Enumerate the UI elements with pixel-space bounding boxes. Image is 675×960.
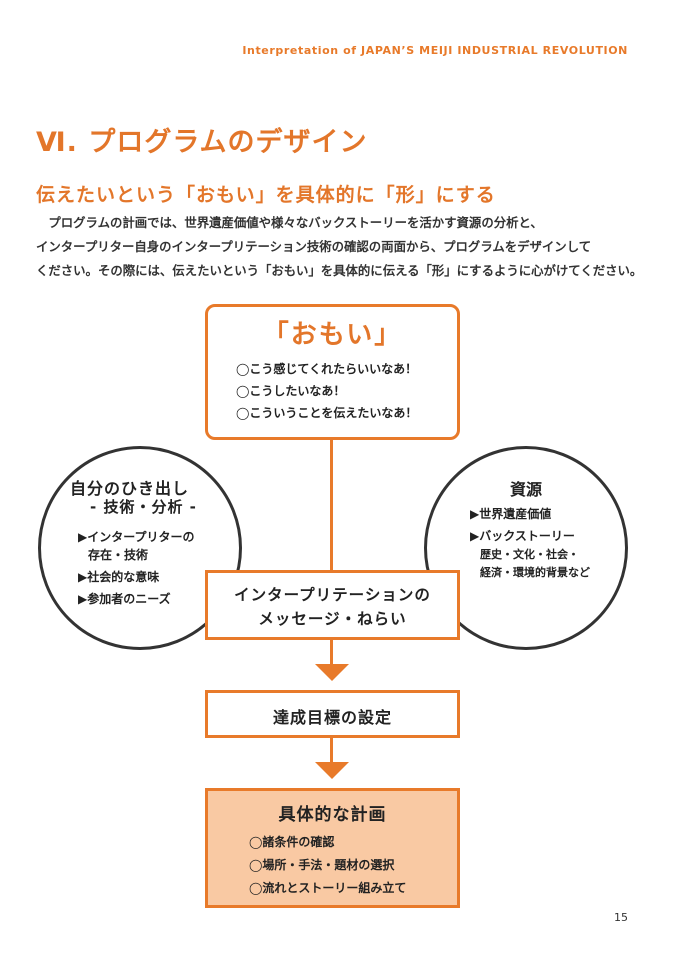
list-item: 経済・環境的背景など bbox=[480, 566, 590, 579]
list-item: ▶インタープリターの bbox=[78, 530, 195, 544]
page-title: Ⅵ. プログラムのデザイン bbox=[36, 127, 368, 158]
goal-box bbox=[205, 690, 460, 738]
list-item: ◯諸条件の確認 bbox=[249, 835, 335, 849]
self-skills-list: ▶インタープリターの 存在・技術 ▶社会的な意味 ▶参加者のニーズ bbox=[78, 526, 195, 610]
plan-heading: 具体的な計画 bbox=[278, 805, 387, 825]
omoi-box bbox=[205, 304, 460, 440]
resources-heading: 資源 bbox=[509, 480, 542, 499]
connector-line bbox=[330, 438, 333, 572]
down-arrow-icon bbox=[315, 762, 349, 779]
message-box bbox=[205, 570, 460, 640]
self-skills-subheading: - 技術・分析 - bbox=[90, 498, 197, 516]
resources-list: ▶世界遺産価値 ▶バックストーリー 歴史・文化・社会・ 経済・環境的背景など bbox=[470, 503, 590, 584]
message-line-2: メッセージ・ねらい bbox=[258, 610, 407, 628]
list-item: ▶世界遺産価値 bbox=[470, 507, 552, 521]
self-skills-circle bbox=[38, 446, 242, 650]
down-arrow-icon bbox=[315, 664, 349, 681]
list-item: ◯こういうことを伝えたいなあ！ bbox=[236, 406, 418, 420]
plan-box bbox=[205, 788, 460, 908]
list-item: ◯流れとストーリー組み立て bbox=[249, 881, 407, 895]
intro-line: インタープリター自身のインタープリテーション技術の確認の両面から、プログラムをデ… bbox=[36, 239, 592, 254]
section-subtitle: 伝えたいという「おもい」を具体的に「形」にする bbox=[36, 184, 496, 206]
list-item: ▶社会的な意味 bbox=[78, 570, 160, 584]
goal-label: 達成目標の設定 bbox=[272, 708, 392, 727]
connector-line bbox=[330, 640, 333, 666]
list-item: ◯こう感じてくれたらいいなあ！ bbox=[236, 362, 418, 376]
list-item: ▶参加者のニーズ bbox=[78, 592, 171, 606]
connector-line bbox=[330, 738, 333, 764]
list-item: ◯こうしたいなあ！ bbox=[236, 384, 346, 398]
self-skills-heading: 自分のひき出し bbox=[70, 479, 190, 498]
list-item: ◯場所・手法・題材の選択 bbox=[249, 858, 395, 872]
plan-list: ◯諸条件の確認 ◯場所・手法・題材の選択 ◯流れとストーリー組み立て bbox=[249, 831, 406, 900]
list-item: 歴史・文化・社会・ bbox=[480, 548, 579, 561]
list-item: 存在・技術 bbox=[88, 548, 149, 562]
omoi-list: ◯こう感じてくれたらいいなあ！ ◯こうしたいなあ！ ◯こういうことを伝えたいなあ… bbox=[236, 358, 417, 424]
running-header: Interpretation of JAPAN’S MEIJI INDUSTRI… bbox=[242, 44, 628, 57]
intro-paragraph: プログラムの計画では、世界遺産価値や様々なバックストーリーを活かす資源の分析と、… bbox=[36, 211, 643, 283]
intro-line: ください。その際には、伝えたいという「おもい」を具体的に伝える「形」にするように… bbox=[36, 263, 643, 278]
intro-line: プログラムの計画では、世界遺産価値や様々なバックストーリーを活かす資源の分析と、 bbox=[36, 215, 543, 230]
list-item: ▶バックストーリー bbox=[470, 529, 575, 543]
omoi-heading: 「おもい」 bbox=[262, 320, 403, 350]
page-number: 15 bbox=[614, 911, 628, 924]
message-line-1: インタープリテーションの bbox=[234, 586, 431, 604]
